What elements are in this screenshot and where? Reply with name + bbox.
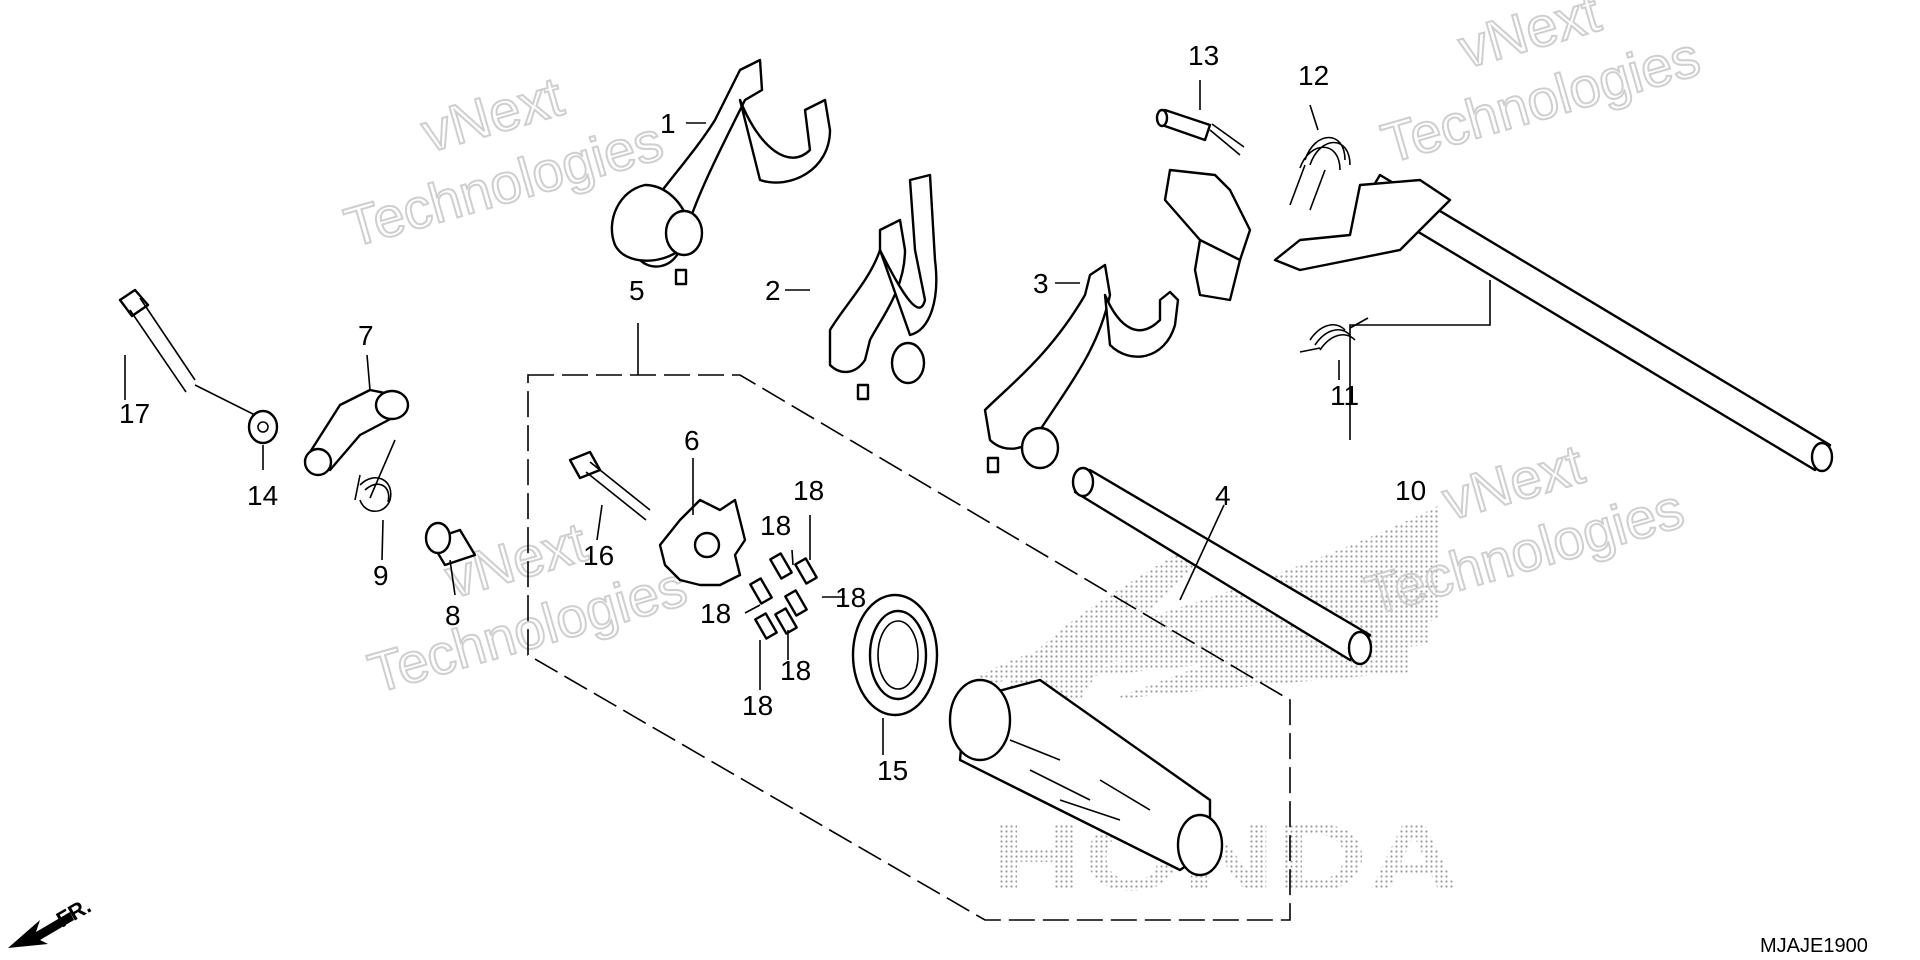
part-8-collar[interactable] xyxy=(424,521,477,567)
part-2-shift-fork[interactable] xyxy=(828,173,938,401)
callout-18f: 18 xyxy=(742,690,773,721)
part-4-fork-shaft[interactable] xyxy=(1071,466,1373,666)
callouts: 1 2 3 4 5 6 7 8 9 10 11 12 13 14 15 16 1… xyxy=(119,40,1426,786)
callout-11: 11 xyxy=(1330,380,1359,411)
honda-logo-text: HONDA xyxy=(990,804,1460,911)
callout-12: 12 xyxy=(1298,60,1329,91)
part-12-spring[interactable] xyxy=(1289,136,1351,211)
callout-3: 3 xyxy=(1033,268,1049,299)
callout-6: 6 xyxy=(684,425,700,456)
part-5-shift-drum-assembly[interactable] xyxy=(527,374,1291,921)
part-18-dowel-pins[interactable] xyxy=(749,552,818,640)
callout-17: 17 xyxy=(119,398,150,429)
front-arrow-icon xyxy=(8,912,74,948)
callout-7: 7 xyxy=(358,320,374,351)
callout-18b: 18 xyxy=(760,510,791,541)
part-13-bolt[interactable] xyxy=(1155,108,1245,156)
part-1-shift-fork[interactable] xyxy=(610,58,832,286)
part-17-bolt[interactable] xyxy=(118,288,256,416)
callout-18e: 18 xyxy=(780,655,811,686)
part-10-gearshift-spindle[interactable] xyxy=(1163,168,1834,473)
part-3-shift-fork[interactable] xyxy=(983,263,1180,474)
callout-15: 15 xyxy=(877,755,908,786)
callout-5: 5 xyxy=(629,275,645,306)
front-direction-indicator: FR. xyxy=(8,893,95,948)
callout-16: 16 xyxy=(583,540,614,571)
callout-13: 13 xyxy=(1188,40,1219,71)
part-15-bearing[interactable] xyxy=(851,593,939,717)
callout-18d: 18 xyxy=(700,598,731,629)
callout-18c: 18 xyxy=(835,582,866,613)
callout-9: 9 xyxy=(373,560,389,591)
callout-10: 10 xyxy=(1395,475,1426,506)
callout-8: 8 xyxy=(445,600,461,631)
callout-2: 2 xyxy=(765,275,781,306)
part-14-washer[interactable] xyxy=(247,409,279,445)
callout-14: 14 xyxy=(247,480,278,511)
callout-18a: 18 xyxy=(793,475,824,506)
leader-lines xyxy=(124,80,1491,755)
callout-1: 1 xyxy=(660,108,676,139)
part-9-spring[interactable] xyxy=(354,439,396,513)
part-11-spring[interactable] xyxy=(1299,317,1369,353)
diagram-code: MJAJE1900 xyxy=(1760,935,1868,957)
part-7-stopper-arm[interactable] xyxy=(303,388,410,477)
part-16-bolt[interactable] xyxy=(568,450,651,521)
part-6-drum-stopper-plate[interactable] xyxy=(658,498,747,587)
callout-4: 4 xyxy=(1215,480,1231,511)
